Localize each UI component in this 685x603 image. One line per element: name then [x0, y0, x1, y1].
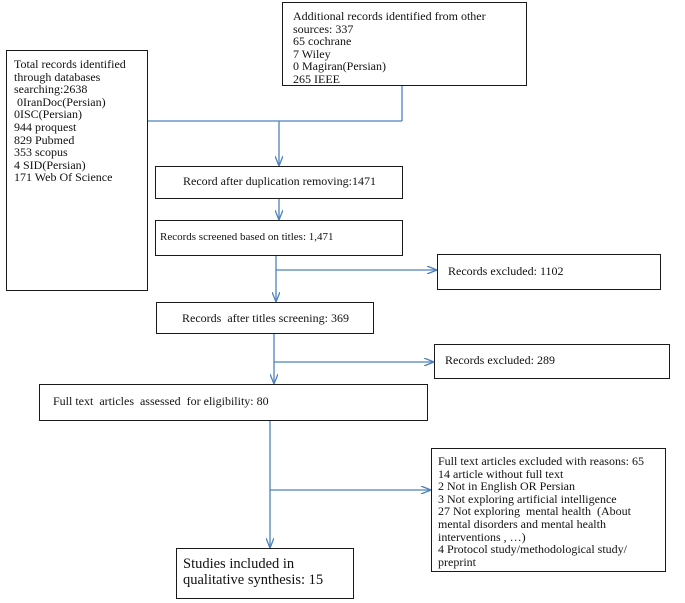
excluded-reason-line: interventions , …): [438, 529, 526, 544]
after-titles-label: Records after titles screening: 369: [182, 311, 349, 325]
excluded-titles-label: Records excluded: 1102: [448, 264, 564, 278]
box-other-sources: Additional records identified from other…: [282, 2, 527, 86]
database-line: 4 SID(Persian): [14, 157, 86, 172]
box-screened-titles: Records screened based on titles: 1,471: [155, 220, 403, 256]
included-line: Studies included in: [183, 556, 295, 572]
other-source-line: sources: 337: [293, 21, 354, 36]
other-source-line: Additional records identified from other: [293, 9, 486, 23]
box-excluded-1102: Records excluded: 1102: [437, 254, 661, 290]
other-source-line: 0 Magiran(Persian): [293, 59, 386, 74]
database-line: 0ISC(Persian): [14, 107, 82, 122]
database-line: Total records identified: [14, 57, 126, 71]
excluded-second-label: Records excluded: 289: [445, 353, 555, 367]
box-database-records: Total records identified through databas…: [6, 50, 148, 291]
excluded-reason-line: 2 Not in English OR Persian: [438, 479, 575, 494]
database-line: 171 Web Of Science: [14, 170, 113, 185]
excluded-reason-line: Full text articles excluded with reasons…: [438, 454, 644, 468]
included-line: qualitative synthesis: 15: [183, 572, 324, 588]
box-after-duplication: Record after duplication removing:1471: [155, 166, 403, 199]
excluded-reason-line: 3 Not exploring artificial intelligence: [438, 491, 617, 506]
box-excluded-289: Records excluded: 289: [434, 344, 670, 379]
other-source-line: 265 IEEE: [293, 71, 340, 86]
box-after-titles: Records after titles screening: 369: [156, 302, 374, 334]
excluded-reason-line: mental disorders and mental health: [438, 516, 606, 531]
full-text-label: Full text articles assessed for eligibil…: [53, 394, 269, 408]
other-source-line: 7 Wiley: [293, 46, 331, 61]
excluded-reason-line: 14 article without full text: [438, 466, 564, 481]
database-line: 829 Pubmed: [14, 132, 75, 147]
screened-titles-label: Records screened based on titles: 1,471: [160, 231, 334, 243]
box-studies-included: Studies included in qualitative synthesi…: [176, 548, 354, 599]
after-duplication-label: Record after duplication removing:1471: [183, 174, 376, 188]
other-source-line: 65 cochrane: [293, 34, 352, 49]
database-line: 0IranDoc(Persian): [14, 94, 106, 109]
excluded-reason-line: preprint: [438, 554, 476, 569]
excluded-reason-line: 4 Protocol study/methodological study/: [438, 542, 627, 557]
box-full-text-assessed: Full text articles assessed for eligibil…: [39, 384, 428, 421]
excluded-reason-line: 27 Not exploring mental health (About: [438, 504, 631, 519]
database-line: 944 proquest: [14, 119, 77, 134]
database-line: 353 scopus: [14, 145, 68, 160]
database-line: searching:2638: [14, 82, 88, 97]
database-line: through databases: [14, 69, 101, 84]
box-full-text-excluded: Full text articles excluded with reasons…: [431, 448, 666, 572]
